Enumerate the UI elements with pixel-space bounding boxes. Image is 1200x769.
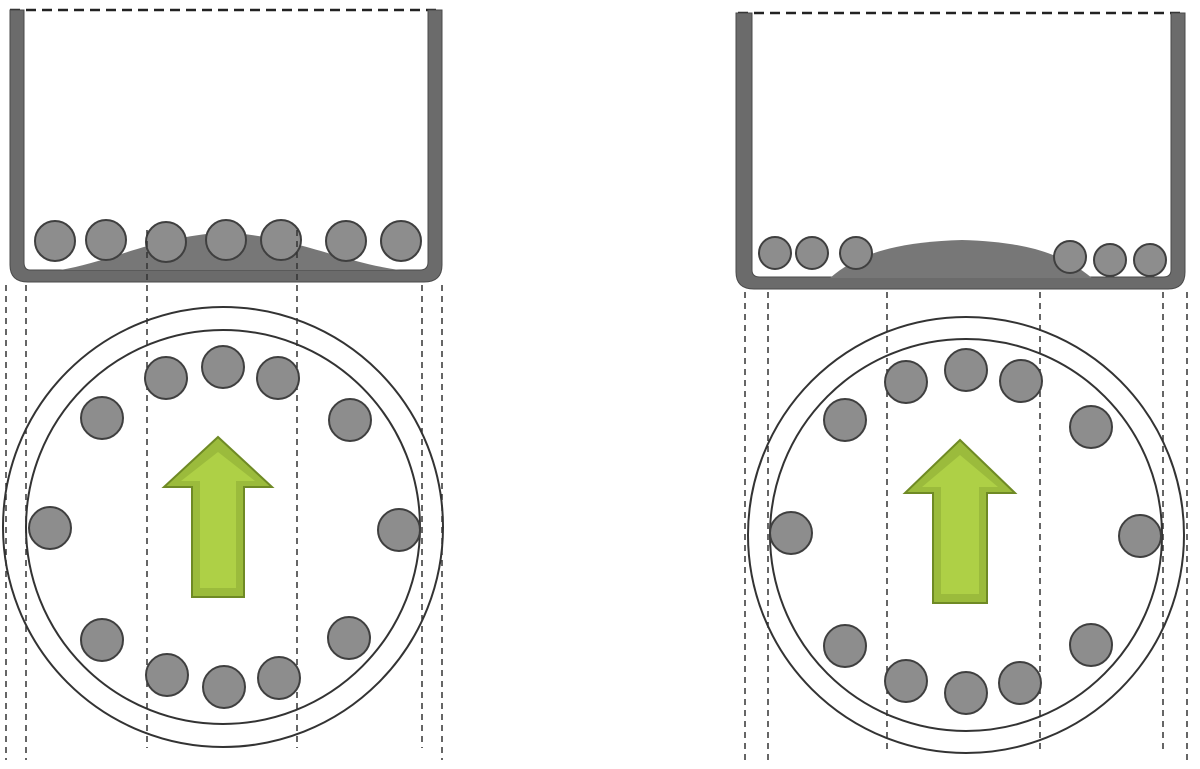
right-well-puddle	[830, 240, 1092, 278]
right-panel	[735, 11, 1188, 762]
bead	[1118, 514, 1162, 558]
left-guide-lines	[5, 230, 443, 760]
right-guide-lines	[744, 292, 1188, 762]
bead	[145, 221, 187, 263]
bead	[1053, 240, 1087, 274]
bead	[944, 348, 988, 392]
bead	[884, 659, 928, 703]
right-ring-bead-set	[769, 348, 1162, 715]
right-well-wall	[735, 12, 1186, 290]
bead	[1093, 243, 1127, 277]
bead	[823, 624, 867, 668]
bead	[377, 508, 421, 552]
right-outer-ring	[747, 316, 1185, 754]
bead	[325, 220, 367, 262]
bead	[795, 236, 829, 270]
bead	[1069, 405, 1113, 449]
bead	[380, 220, 422, 262]
bead	[257, 656, 301, 700]
bead	[999, 359, 1043, 403]
bead	[256, 356, 300, 400]
arrow-inner	[181, 452, 255, 588]
bead	[201, 345, 245, 389]
upward-arrow-icon	[902, 438, 1018, 604]
bead	[28, 506, 72, 550]
arrow-inner	[922, 455, 998, 594]
bead	[85, 219, 127, 261]
bead	[260, 219, 302, 261]
bead	[823, 398, 867, 442]
bead	[884, 360, 928, 404]
left-ring-bead-set	[28, 345, 421, 709]
left-panel	[2, 8, 444, 760]
bead	[998, 661, 1042, 705]
bead	[145, 653, 189, 697]
bead	[944, 671, 988, 715]
bead	[1069, 623, 1113, 667]
bead	[80, 396, 124, 440]
left-outer-ring	[2, 306, 444, 748]
bead	[328, 398, 372, 442]
bead	[34, 220, 76, 262]
bead	[769, 511, 813, 555]
bead	[80, 618, 124, 662]
bead	[202, 665, 246, 709]
bead	[205, 219, 247, 261]
bead	[1133, 243, 1167, 277]
bead	[144, 356, 188, 400]
bead	[839, 236, 873, 270]
bead	[327, 616, 371, 660]
left-wall-bead-row	[34, 219, 422, 263]
upward-arrow-icon	[161, 435, 275, 598]
bead	[758, 236, 792, 270]
right-wall-bead-row	[758, 236, 1167, 277]
left-well-wall	[9, 9, 443, 283]
